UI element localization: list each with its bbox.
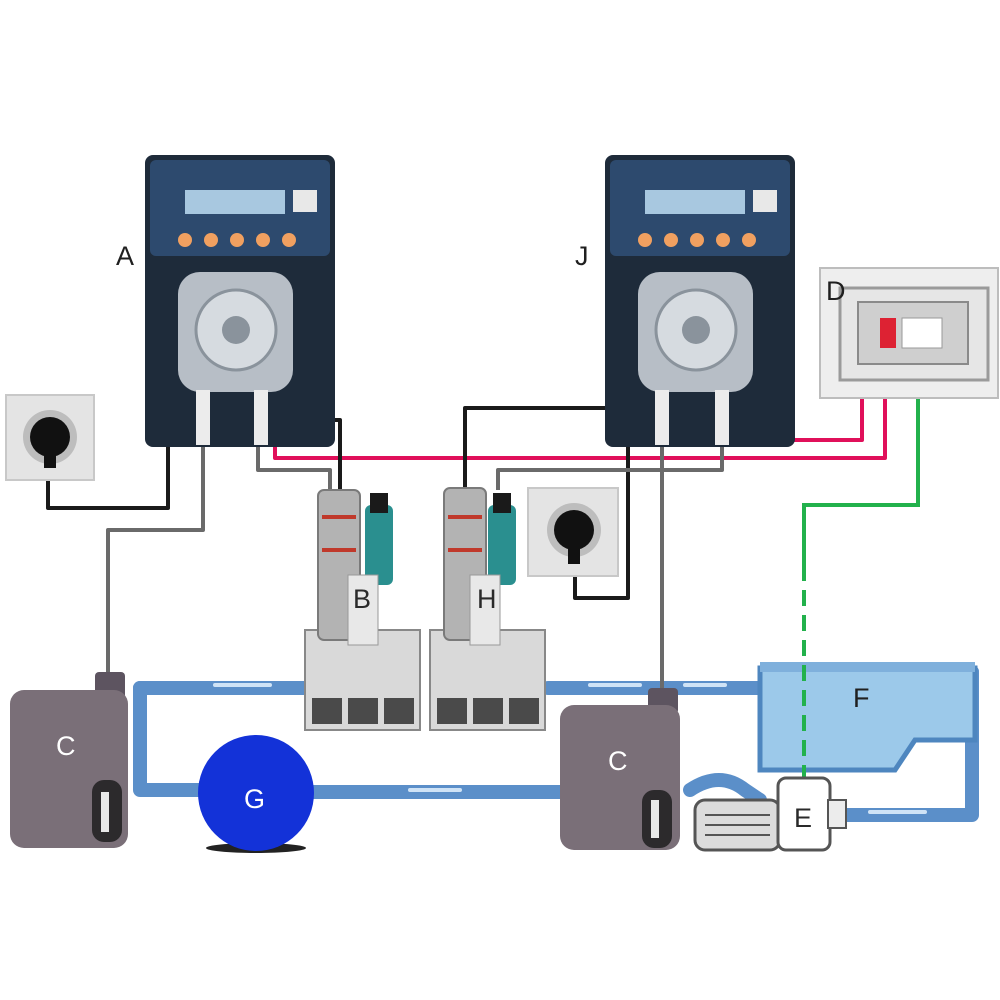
label-j: J xyxy=(575,241,589,271)
dosing-pump-a xyxy=(145,155,335,447)
sand-filter xyxy=(198,735,314,853)
chemical-canister-right xyxy=(560,688,680,850)
label-c-right: C xyxy=(608,746,628,776)
circulation-pipes xyxy=(133,665,979,822)
label-e: E xyxy=(794,803,812,833)
circulation-pump xyxy=(693,776,847,852)
dosing-pump-j xyxy=(605,155,795,447)
label-f: F xyxy=(853,683,870,713)
wall-socket-left xyxy=(5,394,95,481)
control-box-d xyxy=(819,267,999,399)
label-c-left: C xyxy=(56,731,76,761)
chemical-canister-left xyxy=(10,672,128,848)
ground-wire xyxy=(802,398,920,795)
label-a: A xyxy=(116,241,134,271)
pool xyxy=(757,662,978,773)
label-b: B xyxy=(353,584,371,614)
pipe-highlights xyxy=(213,683,927,814)
probe-assembly-h xyxy=(429,487,546,731)
feed-tubes xyxy=(106,445,724,690)
signal-wires xyxy=(46,406,630,600)
wall-socket-right xyxy=(527,487,619,577)
label-g: G xyxy=(244,784,265,814)
label-d: D xyxy=(826,276,846,306)
probe-assembly-b xyxy=(304,489,421,731)
label-h: H xyxy=(477,584,497,614)
power-wires xyxy=(273,398,887,460)
